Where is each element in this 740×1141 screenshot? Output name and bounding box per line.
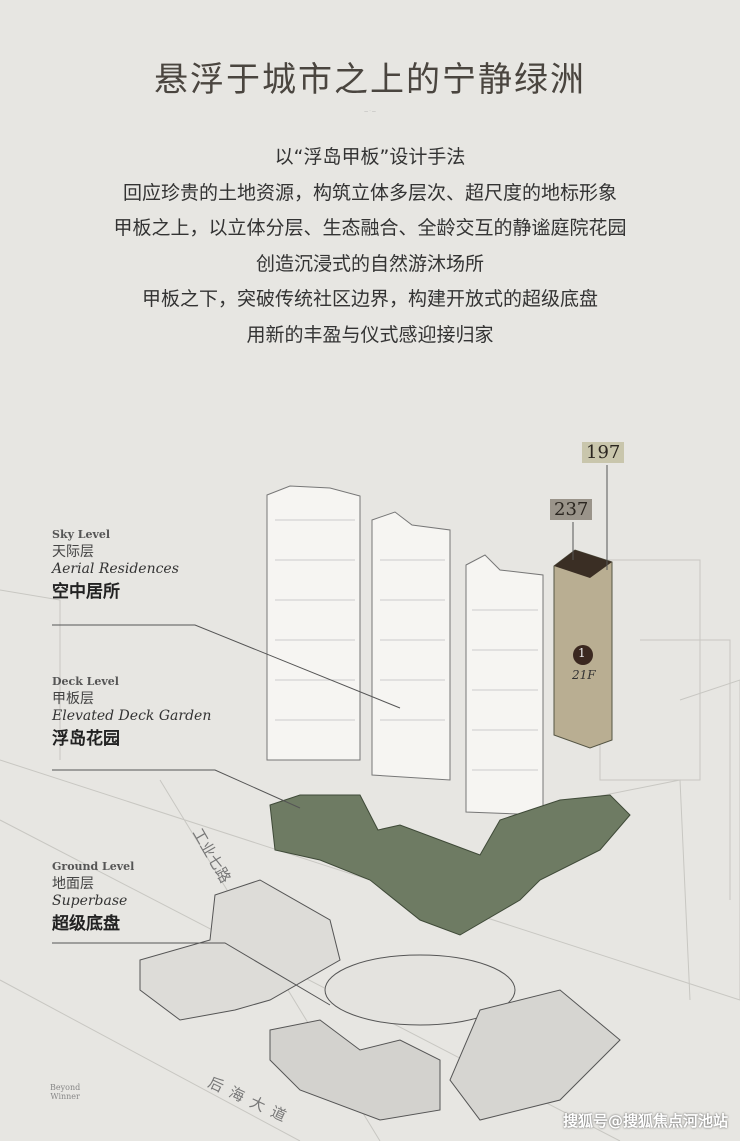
tower-number: 1 — [578, 646, 586, 660]
ground-level-label: Ground Level 地面层 Superbase 超级底盘 — [52, 860, 134, 934]
intro-line: 创造沉浸式的自然游沐场所 — [255, 252, 484, 275]
level-en: Deck Level — [52, 675, 119, 688]
level-en: Sky Level — [52, 528, 111, 541]
page-title: 悬浮于城市之上的宁静绿洲 — [154, 60, 586, 100]
height-tag-197: 197 — [582, 442, 625, 463]
level-title: 空中居所 — [52, 582, 120, 602]
level-italic: Elevated Deck Garden — [52, 708, 212, 724]
level-cn: 天际层 — [52, 544, 94, 560]
level-title: 浮岛花园 — [52, 729, 120, 749]
tower-floor-lines — [275, 519, 538, 771]
logo-text: Beyond — [50, 1083, 81, 1092]
intro-line: 以“浮岛甲板”设计手法 — [274, 146, 466, 168]
tower-3 — [465, 554, 544, 816]
subtitle-ornament: — · — — [364, 108, 376, 113]
intro-line: 用新的丰盈与仪式感迎接归家 — [246, 323, 494, 346]
tower-1 — [266, 485, 361, 761]
tower-highlight — [553, 549, 613, 749]
level-title: 超级底盘 — [52, 914, 120, 934]
deck-garden — [269, 794, 631, 936]
intro-line: 甲板之上，以立体分层、生态融合、全龄交互的静谧庭院花园 — [113, 217, 627, 239]
height-tag-237: 237 — [550, 499, 593, 520]
level-italic: Aerial Residences — [52, 561, 179, 577]
level-italic: Superbase — [52, 893, 128, 909]
level-cn: 地面层 — [52, 876, 94, 892]
watermark: 搜狐号@搜狐焦点河池站 — [562, 1112, 728, 1130]
tower-2 — [371, 511, 451, 781]
level-en: Ground Level — [52, 860, 135, 873]
deck-level-label: Deck Level 甲板层 Elevated Deck Garden 浮岛花园 — [52, 675, 211, 749]
logo-text: Winner — [50, 1092, 80, 1101]
sky-level-label: Sky Level 天际层 Aerial Residences 空中居所 — [52, 528, 179, 602]
leader-lines — [52, 465, 608, 1006]
intro-line: 甲板之下，突破传统社区边界，构建开放式的超级底盘 — [141, 288, 598, 310]
intro-text: 以“浮岛甲板”设计手法 回应珍贵的土地资源，构筑立体多层次、超尺度的地标形象 甲… — [0, 140, 740, 353]
tower-floors: 21F — [572, 668, 596, 682]
school-base — [139, 879, 621, 1121]
level-cn: 甲板层 — [52, 691, 94, 707]
intro-line: 回应珍贵的土地资源，构筑立体多层次、超尺度的地标形象 — [122, 181, 617, 204]
